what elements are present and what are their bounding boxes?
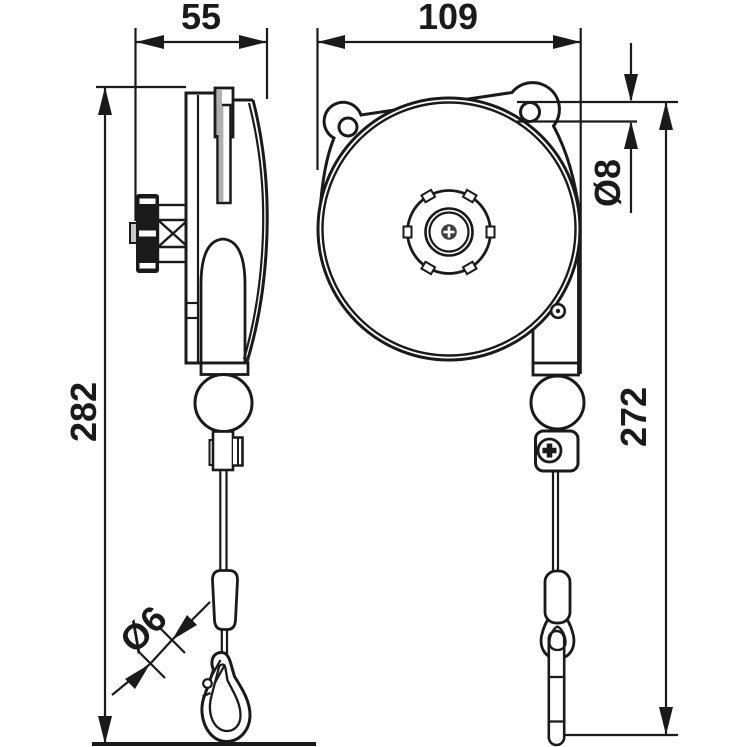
mounting-slot	[213, 86, 235, 205]
dim-55	[134, 28, 269, 221]
rim-screw	[549, 302, 567, 320]
dim-label-dia8: Ø8	[587, 159, 628, 207]
bracket-hole-right	[519, 101, 541, 123]
ring	[547, 629, 566, 747]
dim-label-dia6: Ø6	[112, 598, 175, 661]
dim-label-272: 272	[613, 387, 654, 447]
dim-label-109: 109	[418, 0, 478, 37]
cable-front	[551, 471, 560, 572]
bracket-hole-left	[337, 116, 359, 138]
front-view	[316, 81, 586, 747]
cable-outlet-dome	[199, 237, 247, 363]
dim-dia6	[111, 601, 211, 696]
side-view	[129, 86, 269, 744]
cable-clamp-front	[534, 429, 580, 473]
knob-end-tab	[129, 222, 138, 244]
dim-label-282: 282	[63, 382, 104, 442]
dim-dia8	[517, 43, 638, 213]
dim-272	[517, 100, 678, 737]
bottom-flange	[199, 361, 250, 376]
ferrule	[211, 569, 239, 631]
dimensions: 55 109 282 272 Ø8 Ø6	[63, 0, 678, 746]
hub	[402, 188, 496, 276]
snap-hook	[200, 650, 252, 744]
hook-pivot	[202, 678, 213, 689]
ferrule-front	[543, 569, 572, 625]
drum-side-curve	[245, 99, 269, 363]
ball-stop-front	[529, 374, 586, 431]
dim-label-55: 55	[181, 0, 221, 37]
ratchet-shaft	[156, 203, 190, 264]
thimble-hole	[548, 625, 567, 652]
hook-gate	[208, 659, 222, 680]
ball-stop	[193, 373, 254, 433]
adjustment-knob	[129, 194, 159, 273]
cable-clamp	[208, 430, 244, 472]
dim-109	[316, 28, 582, 374]
dim-282	[92, 85, 316, 746]
